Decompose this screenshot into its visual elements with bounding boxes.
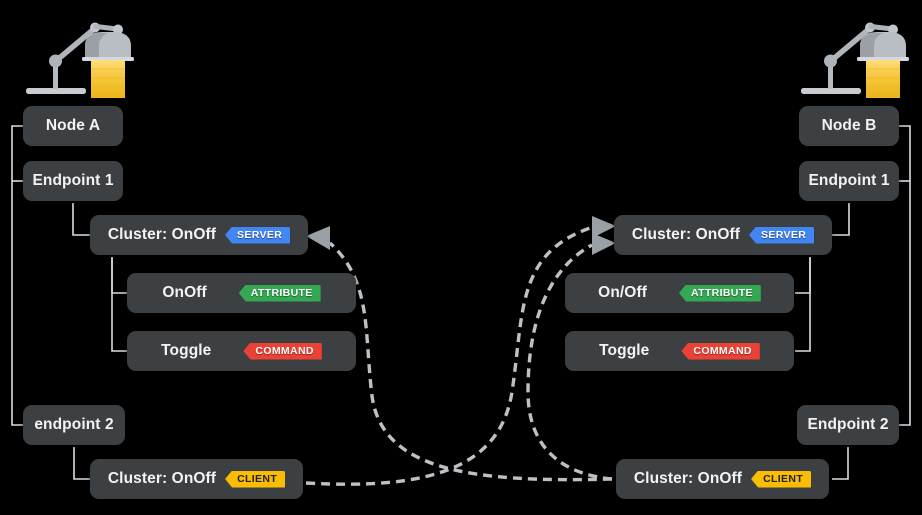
desk-lamp-icon-right: [801, 22, 909, 98]
client-badge-left: CLIENT: [225, 470, 286, 488]
client-badge-right: CLIENT: [751, 470, 812, 488]
left-attribute-box[interactable]: OnOff ATTRIBUTE: [127, 273, 356, 313]
node-b-box[interactable]: Node B: [799, 106, 899, 146]
desk-lamp-icon-left: [26, 22, 134, 98]
right-endpoint-1-box[interactable]: Endpoint 1: [799, 161, 899, 201]
right-endpoint-2-label: Endpoint 2: [807, 416, 889, 433]
arrowhead-right-server-lower: [592, 233, 616, 255]
attribute-badge-left: ATTRIBUTE: [238, 284, 321, 302]
right-cluster-client-label: Cluster: OnOff: [633, 470, 743, 487]
command-badge-left: COMMAND: [243, 342, 322, 360]
left-command-box[interactable]: Toggle COMMAND: [127, 331, 356, 371]
right-cluster-client-box[interactable]: Cluster: OnOff CLIENT: [616, 459, 829, 499]
node-a-box[interactable]: Node A: [23, 106, 123, 146]
right-cluster-server-box[interactable]: Cluster: OnOff SERVER: [614, 215, 832, 255]
left-cluster-client-label: Cluster: OnOff: [107, 470, 217, 487]
command-badge-right: COMMAND: [681, 342, 760, 360]
left-attribute-label: OnOff: [162, 284, 207, 301]
arrowhead-left-server: [306, 226, 330, 250]
right-command-box[interactable]: Toggle COMMAND: [565, 331, 794, 371]
right-endpoint-2-box[interactable]: Endpoint 2: [797, 405, 899, 445]
left-cluster-client-box[interactable]: Cluster: OnOff CLIENT: [90, 459, 303, 499]
left-cluster-server-label: Cluster: OnOff: [107, 226, 217, 243]
left-command-label: Toggle: [161, 342, 212, 359]
right-endpoint-1-label: Endpoint 1: [808, 172, 890, 189]
node-a-label: Node A: [45, 117, 101, 134]
left-endpoint-1-box[interactable]: Endpoint 1: [23, 161, 123, 201]
attribute-badge-right: ATTRIBUTE: [678, 284, 761, 302]
left-cluster-server-box[interactable]: Cluster: OnOff SERVER: [90, 215, 308, 255]
left-endpoint-1-label: Endpoint 1: [32, 172, 114, 189]
right-attribute-label: On/Off: [598, 284, 647, 301]
right-command-label: Toggle: [599, 342, 650, 359]
left-endpoint-2-box[interactable]: endpoint 2: [23, 405, 125, 445]
right-cluster-server-label: Cluster: OnOff: [631, 226, 741, 243]
left-endpoint-2-label: endpoint 2: [34, 416, 114, 433]
right-attribute-box[interactable]: On/Off ATTRIBUTE: [565, 273, 794, 313]
node-b-label: Node B: [821, 117, 877, 134]
arrowhead-right-server-upper: [592, 216, 616, 238]
server-badge-right: SERVER: [749, 226, 815, 244]
server-badge-left: SERVER: [225, 226, 291, 244]
